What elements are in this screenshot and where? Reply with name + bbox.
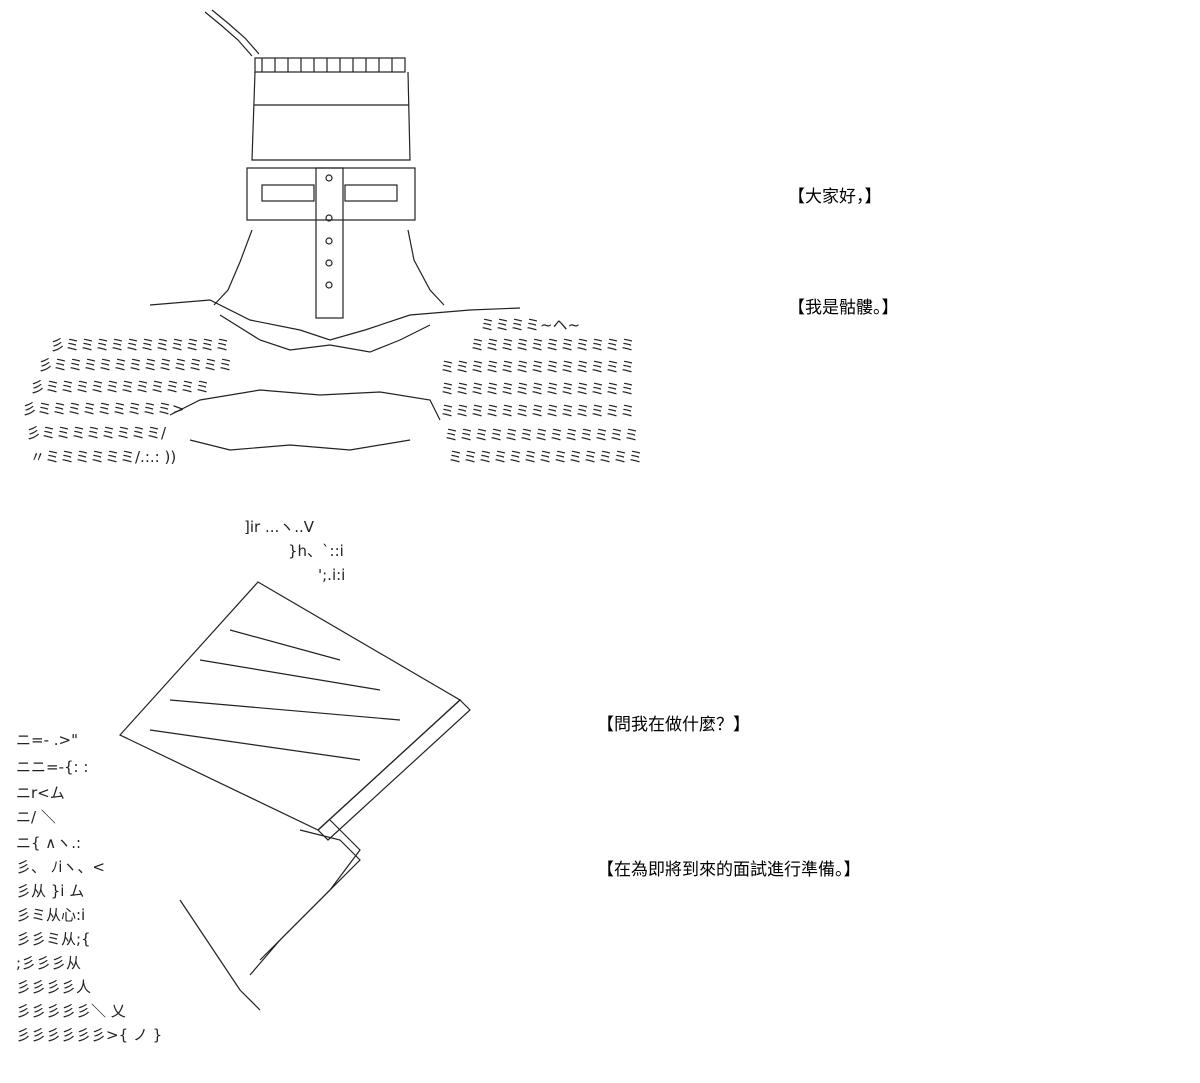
- helmet-body: [251, 71, 411, 161]
- face-plate: [315, 167, 344, 319]
- svg-text:彡彡彡彡人: 彡彡彡彡人: [16, 978, 91, 996]
- caption-answer: 【在為即將到來的面試進行準備。】: [597, 860, 861, 880]
- svg-text:彡从 }i ム: 彡从 }i ム: [16, 882, 84, 900]
- svg-text:ミミミミミミミミミミミミミ: ミミミミミミミミミミミミミ: [444, 426, 639, 444]
- svg-text:ニr<ム: ニr<ム: [16, 784, 65, 802]
- svg-text:〃ミミミミミミ/.:.: )): 〃ミミミミミミ/.:.: )): [30, 448, 176, 466]
- svg-text:彡、 ﾉiヽ、<: 彡、 ﾉiヽ、<: [16, 858, 105, 876]
- shoulder-hatching-left: 彡ミミミミミミミミミミミ 彡ミミミミミミミミミミミミ 彡ミミミミミミミミミミミ …: [22, 336, 233, 466]
- svg-text:]ir ...ヽ..V: ]ir ...ヽ..V: [244, 518, 315, 536]
- svg-text:ニ=- .>": ニ=- .>": [16, 731, 78, 749]
- caption-greeting: 【大家好，】: [788, 187, 882, 207]
- svg-text:ニニ=-{: :: ニニ=-{: :: [16, 758, 88, 776]
- rivet-2: [325, 214, 333, 222]
- rivet-3: [325, 237, 333, 245]
- svg-text:ミミミミミミミミミミミミミ: ミミミミミミミミミミミミミ: [440, 380, 635, 398]
- svg-text:ミミミミミミミミミミミミミ: ミミミミミミミミミミミミミ: [440, 358, 635, 376]
- collar: [149, 299, 521, 341]
- svg-text:彡ミ从心:i: 彡ミ从心:i: [16, 906, 85, 924]
- svg-text:彡ミミミミミミミミ/: 彡ミミミミミミミミ/: [26, 424, 167, 442]
- svg-text:彡ミミミミミミミミミ>: 彡ミミミミミミミミミ>: [22, 400, 185, 418]
- straw-line-2: [211, 9, 260, 55]
- svg-text:';.i:i: ';.i:i: [318, 566, 345, 584]
- arm-line-2: [259, 819, 361, 961]
- rivet: [325, 174, 333, 182]
- svg-text:ミミミミミミミミミミミミミ: ミミミミミミミミミミミミミ: [448, 448, 643, 466]
- board-figure-art: ]ir ...ヽ..V }h、`::i ';.i:i ニ=- .>" ニニ=-{…: [16, 518, 471, 1044]
- chest-outline: [169, 389, 441, 421]
- tilted-board: [119, 581, 462, 831]
- svg-text:彡ミミミミミミミミミミミミ: 彡ミミミミミミミミミミミミ: [38, 356, 233, 374]
- svg-text:彡ミミミミミミミミミミミ: 彡ミミミミミミミミミミミ: [30, 378, 210, 396]
- board-shading-3: [169, 699, 401, 721]
- board-shading-2: [199, 659, 381, 691]
- svg-text:ミミミミ~ヘ~: ミミミミ~ヘ~: [480, 316, 580, 334]
- svg-text:ミミミミミミミミミミミ: ミミミミミミミミミミミ: [470, 336, 635, 354]
- svg-text:;彡彡彡从: ;彡彡彡从: [16, 954, 81, 972]
- svg-text:彡彡ミ从;{: 彡彡ミ从;{: [16, 930, 91, 948]
- shoulder-hatching-right: ミミミミ~ヘ~ ミミミミミミミミミミミ ミミミミミミミミミミミミミ ミミミミミミ…: [440, 316, 643, 466]
- jaw-right: [407, 229, 445, 306]
- visor-right-slot: [344, 184, 398, 202]
- rivet-4: [325, 259, 333, 267]
- board-shading-4: [149, 729, 361, 761]
- svg-text:ミミミミミミミミミミミミミ: ミミミミミミミミミミミミミ: [440, 402, 635, 420]
- visor-left-slot: [261, 184, 315, 202]
- caption-question: 【問我在做什麼？】: [597, 715, 750, 735]
- jaw-left: [213, 229, 253, 306]
- svg-text:彡ミミミミミミミミミミミ: 彡ミミミミミミミミミミミ: [50, 336, 230, 354]
- tilted-board-edge: [317, 699, 471, 841]
- svg-text:彡彡彡彡彡彡>{ ノ }: 彡彡彡彡彡彡>{ ノ }: [16, 1026, 162, 1044]
- collar-inner: [219, 314, 431, 353]
- rivet-5: [325, 281, 333, 289]
- chest-outline-2: [189, 439, 411, 451]
- svg-text:ニ/ ＼: ニ/ ＼: [16, 808, 56, 826]
- straw-line: [204, 11, 253, 57]
- board-shading: [229, 629, 341, 661]
- svg-text:ニ{ ∧ヽ.:: ニ{ ∧ヽ.:: [16, 834, 81, 852]
- svg-text:}h、`::i: }h、`::i: [288, 542, 344, 560]
- caption-introduction: 【我是骷髏。】: [788, 298, 899, 318]
- body-line: [179, 899, 261, 1011]
- helmet-top-rim: [254, 57, 406, 73]
- svg-text:彡彡彡彡彡＼ 乂: 彡彡彡彡彡＼ 乂: [16, 1002, 126, 1020]
